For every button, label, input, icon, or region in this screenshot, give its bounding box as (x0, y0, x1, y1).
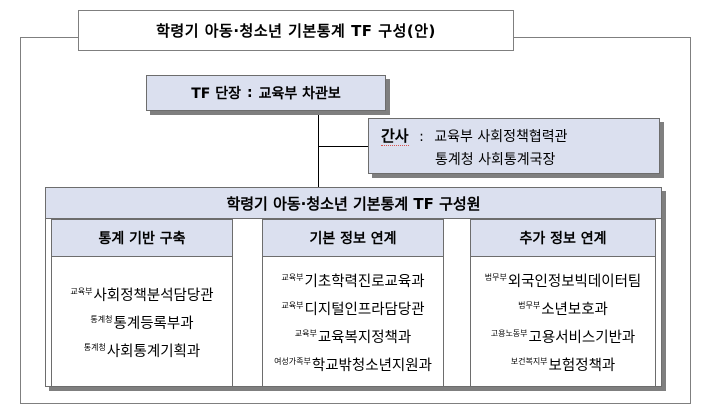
ministry-label: 보건복지부 (510, 357, 548, 366)
secretary-separator: : (419, 129, 424, 145)
secretary-line-1: 교육부 사회정책협력관 (434, 129, 568, 145)
ministry-label: 교육부 (281, 273, 304, 282)
ministry-label: 교육부 (70, 287, 93, 296)
members-title: 학령기 아동·청소년 기본통계 TF 구성원 (45, 187, 662, 219)
dept-name: 디지털인프라담당관 (304, 302, 425, 318)
list-item: 교육부기초학력진로교육과 (281, 266, 424, 294)
connector-to-secretary (318, 146, 368, 147)
dept-name: 외국인정보빅데이터팀 (507, 274, 642, 290)
list-item: 통계청통계등록부과 (90, 308, 193, 336)
ministry-label: 여성가족부 (274, 357, 311, 366)
column-body-basic-info: 교육부기초학력진로교육과 교육부디지털인프라담당관 교육부교육복지정책과 여성가… (262, 257, 444, 387)
ministry-label: 법무부 (518, 301, 541, 310)
connector-leader-down (318, 111, 319, 187)
dept-name: 통계등록부과 (113, 316, 194, 332)
leader-separator: : (246, 85, 253, 101)
ministry-label: 교육부 (294, 329, 317, 338)
ministry-label: 고용노동부 (490, 329, 528, 338)
dept-name: 학교밖청소년지원과 (311, 358, 432, 374)
dept-name: 기초학력진로교육과 (304, 274, 425, 290)
dept-name: 사회통계기획과 (106, 344, 201, 360)
secretary-line-2: 통계청 사회통계국장 (435, 152, 556, 168)
column-header-stat-base: 통계 기반 구축 (51, 219, 233, 257)
ministry-label: 법무부 (484, 273, 507, 282)
column-body-extra-info: 법무부외국인정보빅데이터팀 법무부소년보호과 고용노동부고용서비스기반과 보건복… (470, 257, 656, 387)
dept-name: 보험정책과 (548, 358, 616, 374)
list-item: 교육부사회정책분석담당관 (70, 280, 213, 308)
list-item: 보건복지부보험정책과 (511, 350, 616, 378)
list-item: 법무부소년보호과 (518, 294, 608, 322)
column-header-extra-info: 추가 정보 연계 (470, 219, 656, 257)
dept-name: 사회정책분석담당관 (93, 288, 214, 304)
tf-leader-box: TF 단장 : 교육부 차관보 (146, 75, 386, 111)
list-item: 교육부교육복지정책과 (295, 322, 411, 350)
leader-label: TF 단장 (191, 86, 241, 102)
column-header-basic-info: 기본 정보 연계 (262, 219, 444, 257)
list-item: 여성가족부학교밖청소년지원과 (274, 350, 432, 378)
secretary-label: 간사 (381, 127, 409, 146)
dept-name: 고용서비스기반과 (528, 330, 636, 346)
list-item: 고용노동부고용서비스기반과 (491, 322, 636, 350)
ministry-label: 통계청 (90, 315, 113, 324)
dept-name: 소년보호과 (541, 302, 608, 318)
leader-value: 교육부 차관보 (258, 86, 341, 102)
list-item: 통계청사회통계기획과 (84, 336, 200, 364)
page-title: 학령기 아동·청소년 기본통계 TF 구성(안) (78, 10, 514, 51)
list-item: 교육부디지털인프라담당관 (281, 294, 424, 322)
list-item: 법무부외국인정보빅데이터팀 (485, 266, 642, 294)
secretary-box: 간사 : 교육부 사회정책협력관 통계청 사회통계국장 (368, 118, 660, 174)
dept-name: 교육복지정책과 (317, 330, 412, 346)
ministry-label: 교육부 (281, 301, 304, 310)
column-body-stat-base: 교육부사회정책분석담당관 통계청통계등록부과 통계청사회통계기획과 (51, 257, 233, 387)
ministry-label: 통계청 (83, 343, 106, 352)
